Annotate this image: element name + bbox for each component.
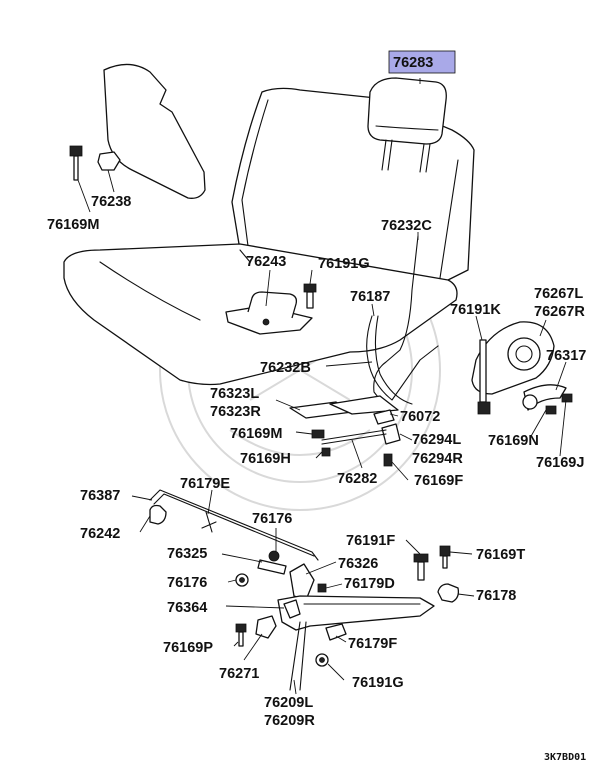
screw-76169N-part xyxy=(545,405,557,415)
label-76169P[interactable]: 76169P xyxy=(163,640,213,656)
label-76283[interactable]: 76283 xyxy=(393,55,433,71)
label-76072[interactable]: 76072 xyxy=(400,409,440,425)
label-76176-a[interactable]: 76176 xyxy=(252,511,292,527)
label-76267R[interactable]: 76267R xyxy=(534,304,585,320)
bolt-76191F-part xyxy=(413,553,429,581)
recliner-cover-76267-part xyxy=(471,321,555,395)
label-76242[interactable]: 76242 xyxy=(80,526,120,542)
label-76191G-bot[interactable]: 76191G xyxy=(352,675,404,691)
label-76169F[interactable]: 76169F xyxy=(414,473,463,489)
label-76326[interactable]: 76326 xyxy=(338,556,378,572)
clip-76179E-part xyxy=(201,511,217,533)
label-76169H[interactable]: 76169H xyxy=(240,451,291,467)
part-labels: 76283 76238 76169M 76232C 76243 76191G 7… xyxy=(47,55,586,763)
cable-76232B-part xyxy=(366,315,439,401)
screw-76169F-part xyxy=(383,453,393,467)
spring-76325-part xyxy=(257,559,287,575)
label-76169M-top[interactable]: 76169M xyxy=(47,217,99,233)
label-76267L[interactable]: 76267L xyxy=(534,286,583,302)
footer-code: 3K7BD01 xyxy=(544,752,586,763)
bolt-76191G-top-part xyxy=(303,283,317,309)
label-76191K[interactable]: 76191K xyxy=(450,302,501,318)
clip-76179D-part xyxy=(317,583,327,593)
bracket-76364-part xyxy=(283,599,301,619)
nut-76176-b-part xyxy=(235,573,249,587)
label-76191F[interactable]: 76191F xyxy=(346,533,395,549)
screw-76169J-part xyxy=(561,393,573,403)
label-76232C[interactable]: 76232C xyxy=(381,218,432,234)
label-76169J[interactable]: 76169J xyxy=(536,455,584,471)
rod-76282-part xyxy=(321,429,387,445)
cable-76232C-part xyxy=(373,235,419,411)
label-76364[interactable]: 76364 xyxy=(167,600,207,616)
label-76238[interactable]: 76238 xyxy=(91,194,131,210)
label-76176-b[interactable]: 76176 xyxy=(167,575,207,591)
rail-76209-part xyxy=(277,595,435,691)
bolt-76191K-part xyxy=(477,339,491,415)
label-76179D[interactable]: 76179D xyxy=(344,576,395,592)
highlight-box xyxy=(388,50,456,74)
side-panel-part xyxy=(103,63,206,199)
label-76209L[interactable]: 76209L xyxy=(264,695,313,711)
handle-76243-part xyxy=(225,291,313,335)
bracket-76317-part xyxy=(522,384,567,411)
nut-76176-a-part xyxy=(268,550,280,562)
label-76187[interactable]: 76187 xyxy=(350,289,390,305)
headrest-part xyxy=(367,77,447,173)
bush-76238-part xyxy=(97,151,121,171)
label-76271[interactable]: 76271 xyxy=(219,666,259,682)
cap-76178-part xyxy=(437,583,460,603)
clip-76072-part xyxy=(373,409,395,425)
label-76178[interactable]: 76178 xyxy=(476,588,516,604)
label-76282[interactable]: 76282 xyxy=(337,471,377,487)
label-76179E[interactable]: 76179E xyxy=(180,476,230,492)
leader-lines xyxy=(77,78,567,695)
label-76169M-mid[interactable]: 76169M xyxy=(230,426,282,442)
cap-76242-part xyxy=(149,504,167,525)
label-76169T[interactable]: 76169T xyxy=(476,547,525,563)
bolt-76169M-part xyxy=(69,145,83,181)
label-76169N[interactable]: 76169N xyxy=(488,433,539,449)
label-76317[interactable]: 76317 xyxy=(546,348,586,364)
rod-76387-part xyxy=(149,489,319,561)
clip-76179F-part xyxy=(325,623,347,641)
label-76294L[interactable]: 76294L xyxy=(412,432,461,448)
label-76294R[interactable]: 76294R xyxy=(412,451,463,467)
bolt-76169T-part xyxy=(439,545,451,569)
lever-76326-part xyxy=(289,563,315,601)
label-76323L[interactable]: 76323L xyxy=(210,386,259,402)
bolt-76169M-mid-part xyxy=(311,429,325,439)
bolt-76191G-bot-part xyxy=(315,653,329,667)
cover-76271-part xyxy=(255,615,277,639)
screw-76169H-part xyxy=(321,447,331,457)
label-76243[interactable]: 76243 xyxy=(246,254,286,270)
plate-76323-part xyxy=(289,395,399,419)
label-76191G-top[interactable]: 76191G xyxy=(318,256,370,272)
clip-76294-part xyxy=(381,423,401,445)
label-76209R[interactable]: 76209R xyxy=(264,713,315,729)
bolt-76169P-part xyxy=(235,623,247,647)
label-76232B[interactable]: 76232B xyxy=(260,360,311,376)
label-76323R[interactable]: 76323R xyxy=(210,404,261,420)
label-76179F[interactable]: 76179F xyxy=(348,636,397,652)
label-76325[interactable]: 76325 xyxy=(167,546,207,562)
label-76387[interactable]: 76387 xyxy=(80,488,120,504)
